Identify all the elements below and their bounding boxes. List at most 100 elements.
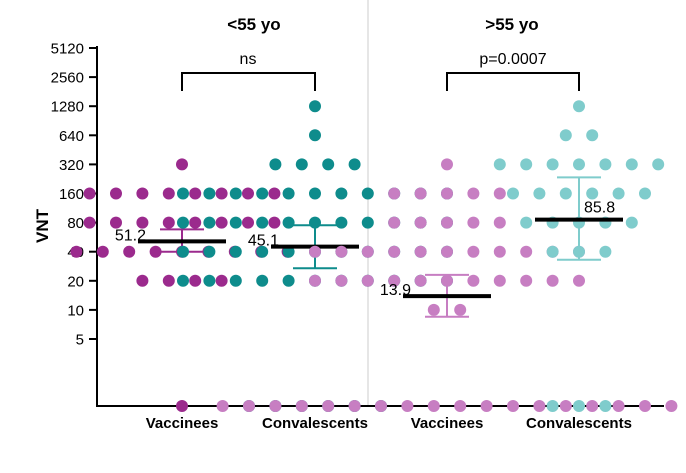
data-point bbox=[110, 216, 122, 229]
y-tick-label: 80 bbox=[67, 215, 84, 232]
data-point bbox=[256, 274, 269, 287]
data-point bbox=[559, 129, 572, 142]
data-point bbox=[414, 216, 427, 229]
data-point bbox=[520, 216, 533, 229]
data-point bbox=[335, 274, 348, 287]
data-point bbox=[136, 274, 149, 287]
data-point bbox=[229, 216, 242, 229]
data-point bbox=[480, 400, 493, 412]
data-point bbox=[282, 274, 295, 287]
data-point bbox=[546, 245, 559, 258]
data-point bbox=[215, 216, 228, 229]
y-tick-label: 640 bbox=[59, 128, 84, 145]
data-point bbox=[533, 187, 546, 200]
panel-title-young: <55 yo bbox=[227, 15, 280, 34]
data-point bbox=[665, 400, 678, 412]
data-point bbox=[493, 158, 506, 171]
data-point bbox=[136, 187, 149, 200]
data-point bbox=[229, 187, 242, 200]
category-label-vaccinees-old: Vaccinees bbox=[411, 415, 484, 432]
data-point bbox=[388, 274, 401, 287]
data-point bbox=[586, 187, 599, 200]
data-point bbox=[612, 187, 625, 200]
data-point bbox=[652, 158, 665, 171]
data-point bbox=[322, 400, 335, 412]
geomean-label: 45.1 bbox=[248, 233, 279, 250]
data-point bbox=[388, 245, 401, 258]
y-tick-label: 5120 bbox=[51, 41, 84, 58]
data-point bbox=[493, 216, 506, 229]
data-point bbox=[427, 303, 440, 316]
data-point bbox=[242, 216, 254, 229]
data-point bbox=[401, 400, 414, 412]
data-point bbox=[96, 245, 109, 258]
data-point bbox=[361, 187, 374, 200]
data-point bbox=[335, 216, 348, 229]
data-point bbox=[612, 400, 625, 412]
data-point bbox=[625, 158, 638, 171]
data-point bbox=[467, 187, 480, 200]
data-point bbox=[520, 274, 533, 287]
data-point bbox=[177, 187, 189, 200]
data-point bbox=[177, 216, 189, 229]
data-point bbox=[149, 245, 162, 258]
data-point bbox=[295, 158, 308, 171]
data-point bbox=[282, 245, 295, 258]
data-point bbox=[309, 274, 321, 287]
data-point bbox=[215, 187, 228, 200]
data-point bbox=[243, 400, 255, 412]
y-tick-label: 320 bbox=[59, 157, 84, 174]
data-point bbox=[454, 400, 467, 412]
comparison-label-old: p=0.0007 bbox=[479, 51, 546, 68]
data-point bbox=[546, 400, 559, 412]
data-point bbox=[493, 274, 506, 287]
data-point bbox=[361, 216, 374, 229]
data-point bbox=[309, 245, 321, 258]
data-point bbox=[520, 245, 533, 258]
geomean-label: 51.2 bbox=[115, 227, 146, 244]
data-point bbox=[467, 245, 480, 258]
data-point bbox=[625, 216, 638, 229]
data-point bbox=[282, 216, 295, 229]
data-point bbox=[599, 158, 612, 171]
data-point bbox=[309, 187, 321, 200]
data-point bbox=[348, 400, 361, 412]
data-point bbox=[441, 245, 453, 258]
data-point bbox=[441, 216, 453, 229]
plot-area: 51202560128064032016080402010551.245.113… bbox=[51, 0, 678, 412]
data-point bbox=[268, 216, 281, 229]
data-point bbox=[295, 400, 308, 412]
data-point bbox=[414, 245, 427, 258]
data-point bbox=[136, 216, 149, 229]
data-point bbox=[599, 245, 612, 258]
y-tick-label: 20 bbox=[67, 273, 84, 290]
data-point bbox=[361, 245, 374, 258]
y-tick-label: 160 bbox=[59, 186, 84, 203]
category-label-convalescents-old: Convalescents bbox=[526, 415, 632, 432]
y-tick-label: 1280 bbox=[51, 99, 84, 116]
geomean-label: 85.8 bbox=[584, 200, 615, 217]
data-point bbox=[586, 400, 599, 412]
y-tick-label: 2560 bbox=[51, 70, 84, 87]
data-point bbox=[268, 187, 281, 200]
data-point bbox=[162, 187, 175, 200]
data-point bbox=[559, 400, 572, 412]
data-point bbox=[507, 400, 519, 412]
data-point bbox=[83, 187, 96, 200]
y-tick-label: 5 bbox=[76, 332, 84, 349]
data-point bbox=[256, 245, 269, 258]
data-point bbox=[335, 245, 348, 258]
data-point bbox=[573, 100, 585, 113]
data-point bbox=[441, 187, 453, 200]
data-point bbox=[414, 274, 427, 287]
data-point bbox=[586, 129, 599, 142]
data-point bbox=[493, 245, 506, 258]
y-axis-label: VNT bbox=[33, 208, 52, 243]
geomean-label: 13.9 bbox=[380, 282, 411, 299]
data-point bbox=[176, 400, 188, 412]
significance-bracket bbox=[446, 72, 580, 91]
data-point bbox=[467, 274, 480, 287]
data-point bbox=[559, 187, 572, 200]
panel-title-old: >55 yo bbox=[485, 15, 538, 34]
